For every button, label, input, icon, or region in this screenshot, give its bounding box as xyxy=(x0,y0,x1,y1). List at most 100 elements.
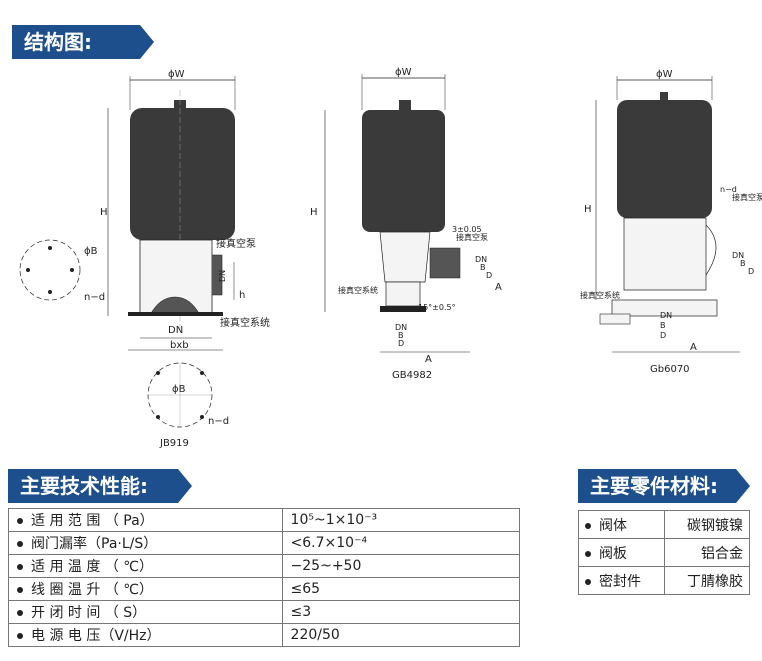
material-value: 铝合金 xyxy=(663,538,750,567)
bullet-icon xyxy=(17,518,23,524)
bullet-icon xyxy=(17,541,23,547)
material-row: 阀体 碳钢镀镍 xyxy=(578,510,750,539)
bullet-icon xyxy=(17,564,23,570)
b-side-label-2: B xyxy=(480,263,486,272)
h-label-3: H xyxy=(584,204,592,215)
h-label-2: H xyxy=(310,207,318,218)
valve-body-3 xyxy=(623,217,707,291)
dn-side-label-3: DN xyxy=(732,251,744,260)
material-value: 碳钢镀镍 xyxy=(663,510,750,539)
spec-key: 线 圈 温 升 （ ℃） xyxy=(8,577,283,601)
spec-value: −25~+50 xyxy=(281,554,521,578)
spec-row: 线 圈 温 升 （ ℃） ≤65 xyxy=(8,577,521,601)
gb4982-label: GB4982 xyxy=(392,370,432,381)
bullet-icon xyxy=(17,610,23,616)
tech-spec-table: 适 用 范 围 （ Pa） 10⁵~1×10⁻³ 阀门漏率（Pa·L/S） <6.7×… xyxy=(8,508,521,647)
dn-label-1: DN xyxy=(218,270,227,282)
structure-banner: 结构图: xyxy=(12,25,140,59)
bullet-icon xyxy=(585,578,591,585)
spec-row: 阀门漏率（Pa·L/S） <6.7×10⁻⁴ xyxy=(8,531,521,555)
h-small-label-1: h xyxy=(239,290,245,301)
material-value: 丁腈橡胶 xyxy=(663,566,750,595)
n-d-label-3: n−d xyxy=(720,185,737,194)
spec-key-text: 开 闭 时 间 （ S） xyxy=(31,605,147,621)
system-port-label-1: 接真空系统 xyxy=(220,316,270,329)
spec-key: 阀门漏率（Pa·L/S） xyxy=(8,531,283,555)
tolerance-label: 3±0.05 xyxy=(452,225,482,234)
valve-drawing-2: ϕW H 3±0.05 接真空泵 接真空系统 15°±0.5° A A DN B… xyxy=(310,67,502,381)
materials-banner-tip xyxy=(736,469,750,503)
phi-b-label-1: ϕB xyxy=(84,246,98,257)
materials-title: 主要零件材料: xyxy=(590,474,718,498)
structure-drawings: ϕW H DN h 接真空泵 接真空系统 DN bxb ϕB n−d xyxy=(19,67,762,449)
structure-banner-tip xyxy=(140,25,154,59)
spec-key-text: 阀门漏率（Pa·L/S） xyxy=(31,536,158,552)
w-label-2: ϕW xyxy=(395,67,412,78)
bullet-icon xyxy=(585,550,591,557)
spec-key-text: 适 用 范 围 （ Pa） xyxy=(31,513,154,529)
spec-row: 电 源 电 压（V/Hz）220/50 xyxy=(8,623,521,647)
bullet-icon xyxy=(17,633,23,639)
structure-title: 结构图: xyxy=(24,30,92,54)
spec-value: <6.7×10⁻⁴ xyxy=(281,531,521,555)
dn-bottom-label-2: DN xyxy=(395,323,407,332)
coil-housing-3 xyxy=(617,100,712,218)
spec-row: 适 用 温 度 （ ℃） −25~+50 xyxy=(8,554,521,578)
w-label-1: ϕW xyxy=(168,69,185,80)
spec-key: 适 用 范 围 （ Pa） xyxy=(8,508,283,532)
system-port-label-2: 接真空系统 xyxy=(338,285,378,295)
a-label-side-2: A xyxy=(495,282,502,293)
spec-value: ≤65 xyxy=(281,577,521,601)
b-side-label-3: B xyxy=(740,259,746,268)
materials-body: 阀体 碳钢镀镍阀板 铝合金密封件丁腈橡胶 xyxy=(578,510,750,595)
d-label-3: D xyxy=(660,331,666,340)
system-port-label-3: 接真空系统 xyxy=(580,290,620,300)
tech-banner-tip xyxy=(178,469,192,503)
valve-body-2 xyxy=(379,231,431,283)
spec-key-text: 线 圈 温 升 （ ℃） xyxy=(31,582,153,598)
valve-drawing-1: ϕW H DN h 接真空泵 接真空系统 DN bxb ϕB n−d xyxy=(19,69,270,449)
d-side-label-3: D xyxy=(748,267,754,276)
pump-port-label-2: 接真空泵 xyxy=(456,232,488,242)
jb919-label: JB919 xyxy=(159,438,189,449)
tech-spec-body: 适 用 范 围 （ Pa） 10⁵~1×10⁻³ 阀门漏率（Pa·L/S） <6.7×… xyxy=(8,508,521,647)
phi-b-label-2: ϕB xyxy=(172,384,186,395)
b-label-2: B xyxy=(398,331,404,340)
spec-value: ≤3 xyxy=(281,600,521,624)
materials-table: 阀体 碳钢镀镍阀板 铝合金密封件丁腈橡胶 xyxy=(578,510,750,595)
b-label-3: B xyxy=(660,321,666,330)
d-side-label-2: D xyxy=(486,271,492,280)
spec-value: 10⁵~1×10⁻³ xyxy=(281,508,521,532)
spec-key-text: 适 用 温 度 （ ℃） xyxy=(31,559,153,575)
angle-label: 15°±0.5° xyxy=(418,303,456,312)
spec-row: 适 用 范 围 （ Pa） 10⁵~1×10⁻³ xyxy=(8,508,521,532)
material-part-text: 阀板 xyxy=(599,545,627,562)
materials-banner: 主要零件材料: xyxy=(578,469,736,503)
spec-key: 开 闭 时 间 （ S） xyxy=(8,600,283,624)
pump-port-label-3: 接真空泵 xyxy=(732,192,762,202)
tech-banner: 主要技术性能: xyxy=(8,469,178,503)
material-part: 阀体 xyxy=(578,510,665,539)
spec-key: 适 用 温 度 （ ℃） xyxy=(8,554,283,578)
n-d-label-2: n−d xyxy=(208,416,229,427)
coil-housing-1 xyxy=(130,108,235,240)
material-part: 阀板 xyxy=(578,538,665,567)
w-label-3: ϕW xyxy=(656,69,673,80)
n-d-label-1: n−d xyxy=(84,292,105,303)
dn-bottom-label-1: DN xyxy=(168,325,183,336)
spec-key-text: 电 源 电 压（V/Hz） xyxy=(31,628,161,644)
spec-row: 开 闭 时 间 （ S） ≤3 xyxy=(8,600,521,624)
material-part-text: 阀体 xyxy=(599,517,627,534)
gb6070-label: Gb6070 xyxy=(650,364,690,375)
coil-housing-2 xyxy=(362,110,445,232)
material-row: 阀板 铝合金 xyxy=(578,538,750,567)
valve-drawing-3: ϕW H 接真空泵 n−d 接真空系统 DN B D DN B D A Gb60… xyxy=(580,69,762,375)
h-label-1: H xyxy=(100,207,108,218)
bullet-icon xyxy=(585,522,591,529)
pump-port-label-1: 接真空泵 xyxy=(216,237,256,250)
material-part: 密封件 xyxy=(578,566,665,595)
a-label-2: A xyxy=(425,354,432,365)
a-label-3: A xyxy=(690,342,697,353)
bxb-label: bxb xyxy=(170,340,189,351)
bullet-icon xyxy=(17,587,23,593)
